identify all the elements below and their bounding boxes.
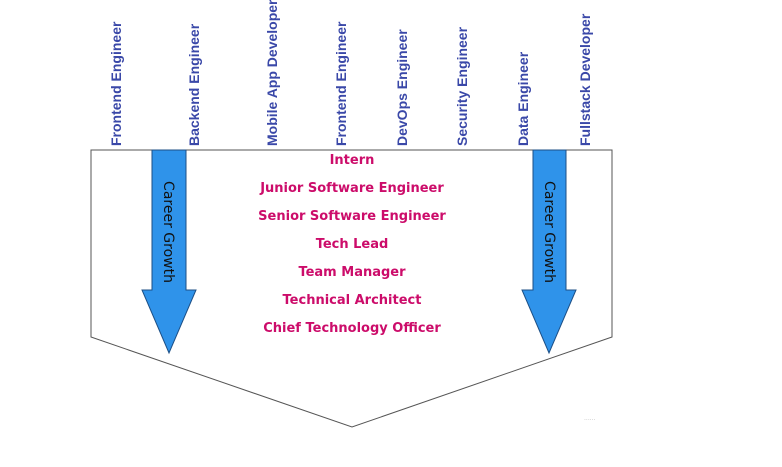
role-label-fullstack-developer: Fullstack Developer	[577, 13, 593, 146]
level-senior-software-engineer: Senior Software Engineer	[258, 209, 446, 224]
role-label-backend-engineer: Backend Engineer	[186, 23, 202, 146]
footer-mark: ......	[584, 415, 596, 422]
career-growth-arrow-left	[141, 149, 197, 355]
level-team-manager: Team Manager	[298, 265, 406, 280]
role-label-mobile-app-developer: Mobile App Developer	[264, 0, 280, 146]
career-growth-arrow-right	[521, 149, 577, 355]
career-growth-label-right: Career Growth	[541, 181, 557, 283]
level-tech-lead: Tech Lead	[316, 237, 389, 252]
role-label-frontend-engineer-2: Frontend Engineer	[333, 21, 349, 146]
role-label-security-engineer: Security Engineer	[454, 26, 470, 146]
career-funnel-outline	[90, 149, 613, 428]
level-technical-architect: Technical Architect	[283, 293, 422, 308]
level-intern: Intern	[330, 153, 375, 168]
role-label-data-engineer: Data Engineer	[515, 51, 531, 146]
career-growth-label-left: Career Growth	[160, 181, 176, 283]
level-chief-technology-officer: Chief Technology Officer	[263, 321, 441, 336]
level-junior-software-engineer: Junior Software Engineer	[259, 181, 444, 196]
role-label-frontend-engineer: Frontend Engineer	[108, 21, 124, 146]
role-label-devops-engineer: DevOps Engineer	[394, 29, 410, 146]
